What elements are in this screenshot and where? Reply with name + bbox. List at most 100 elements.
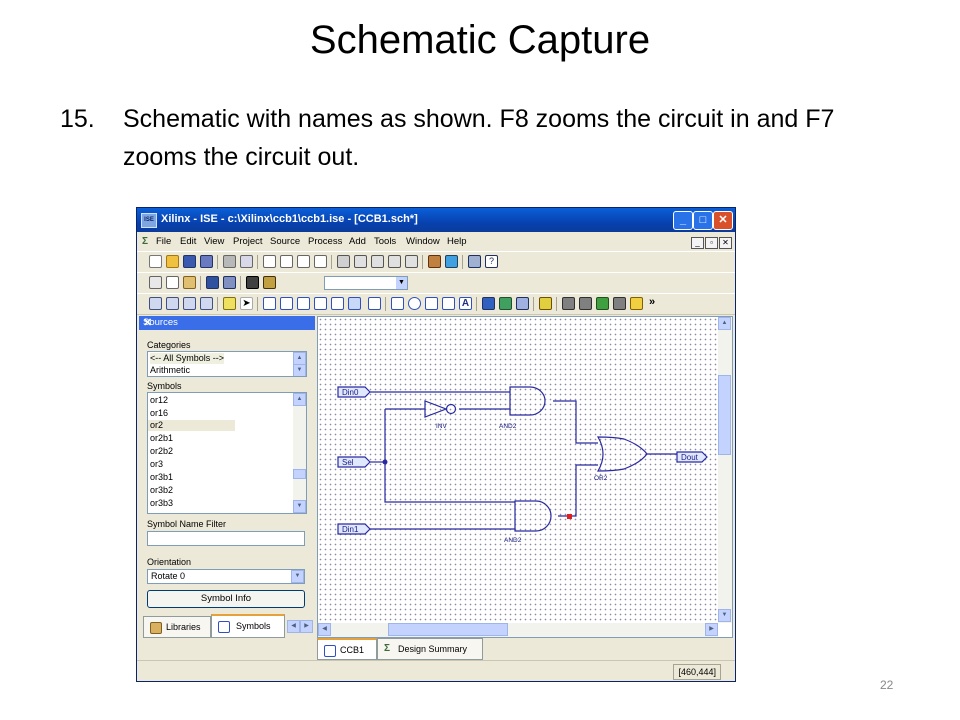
menu-file[interactable]: File: [156, 236, 172, 247]
tab-ccb1[interactable]: CCB1: [317, 638, 377, 660]
close-button[interactable]: ✕: [713, 211, 733, 230]
menu-view[interactable]: View: [204, 236, 225, 247]
add-instance-icon[interactable]: [368, 297, 381, 310]
help-pointer-icon[interactable]: ?: [485, 255, 498, 268]
select-arrow-icon[interactable]: ➤: [240, 297, 253, 310]
save-icon[interactable]: [183, 255, 196, 268]
schematic-canvas[interactable]: Din0 Sel Din1 Dout INV AND2 AND2 OR2: [318, 317, 718, 623]
symbols-scrollbar[interactable]: ▲ ▼: [293, 393, 306, 513]
hierarchy-pop-icon[interactable]: [405, 255, 418, 268]
inv-bubble[interactable]: [445, 403, 457, 415]
tab-scroll-left-icon[interactable]: ◀: [287, 620, 300, 633]
tab-symbols[interactable]: Symbols: [211, 614, 285, 638]
menu-process[interactable]: Process: [308, 236, 343, 247]
chevron-down-icon[interactable]: ▼: [291, 570, 304, 583]
save-all-icon[interactable]: [200, 255, 213, 268]
close-panel-icon[interactable]: ✕: [143, 317, 153, 329]
tab-libraries[interactable]: Libraries: [143, 616, 211, 638]
list-item[interactable]: or3: [150, 459, 164, 469]
menu-window[interactable]: Window: [406, 236, 440, 247]
find-in-files-icon[interactable]: [263, 276, 276, 289]
cascade-icon[interactable]: [149, 297, 162, 310]
wrench-icon[interactable]: [468, 255, 481, 268]
add-net-name-icon[interactable]: [280, 297, 293, 310]
push-hierarchy-icon[interactable]: [562, 297, 575, 310]
check-schematic-icon[interactable]: [539, 297, 552, 310]
paste-icon[interactable]: [183, 276, 196, 289]
redo-icon[interactable]: [223, 276, 236, 289]
title-bar[interactable]: ISE Xilinx - ISE - c:\Xilinx\ccb1\ccb1.i…: [137, 208, 735, 232]
maximize-button[interactable]: □: [693, 211, 713, 230]
hierarchy-down-icon[interactable]: [371, 255, 384, 268]
edit-source-icon[interactable]: [280, 255, 293, 268]
find-binoculars-icon[interactable]: [246, 276, 259, 289]
menu-project[interactable]: Project: [233, 236, 263, 247]
menu-edit[interactable]: Edit: [180, 236, 197, 247]
tab-scroll-right-icon[interactable]: ▶: [300, 620, 313, 633]
list-item[interactable]: or2b2: [150, 446, 174, 456]
list-item[interactable]: or3b1: [150, 472, 174, 482]
add-bus-tap-icon[interactable]: [314, 297, 327, 310]
pin-highlight[interactable]: [567, 514, 572, 519]
add-wire-icon[interactable]: [263, 297, 276, 310]
add-line-icon[interactable]: [425, 297, 438, 310]
and-gate-top[interactable]: [509, 386, 546, 416]
scroll-down-icon[interactable]: ▼: [293, 364, 306, 376]
tab-design-summary[interactable]: Σ Design Summary: [377, 638, 483, 660]
pencil-icon[interactable]: [630, 297, 643, 310]
scroll-up-icon[interactable]: ▲: [293, 393, 306, 406]
menu-source[interactable]: Source: [270, 236, 301, 247]
overflow-chevron-icon[interactable]: »: [649, 296, 656, 308]
mdi-minimize-icon[interactable]: _: [691, 237, 704, 249]
menu-help[interactable]: Help: [447, 236, 467, 247]
symbol-info-button[interactable]: Symbol Info: [147, 590, 305, 608]
scroll-right-icon[interactable]: ▶: [705, 623, 718, 636]
scroll-thumb[interactable]: [388, 623, 508, 636]
symbol-filter-input[interactable]: [147, 531, 305, 546]
schematic-drawing[interactable]: Din0 Sel Din1 Dout INV AND2 AND2 OR2: [318, 317, 718, 623]
list-item[interactable]: or3b3: [150, 498, 174, 508]
tile-vertical-icon[interactable]: [183, 297, 196, 310]
list-item-selected[interactable]: or2: [148, 420, 235, 431]
rename-bus-icon[interactable]: [297, 297, 310, 310]
list-item[interactable]: or16: [150, 408, 169, 418]
undo-icon[interactable]: [206, 276, 219, 289]
open-folder-icon[interactable]: [166, 255, 179, 268]
properties-icon[interactable]: [263, 255, 276, 268]
port-sel-marker[interactable]: [337, 456, 371, 468]
wire-and-top-out[interactable]: [553, 400, 598, 444]
refresh-icon[interactable]: [499, 297, 512, 310]
simulate-icon[interactable]: [596, 297, 609, 310]
window-list-icon[interactable]: [200, 297, 213, 310]
and-gate-bottom[interactable]: [514, 500, 552, 532]
print-preview-icon[interactable]: [240, 255, 253, 268]
minimize-button[interactable]: _: [673, 211, 693, 230]
list-item[interactable]: <-- All Symbols -->: [150, 353, 225, 364]
menu-add[interactable]: Add: [349, 236, 366, 247]
search-combo[interactable]: ▼: [324, 276, 408, 290]
scroll-down-icon[interactable]: ▼: [293, 500, 306, 513]
new-file-icon[interactable]: [149, 255, 162, 268]
edit-sheet-icon[interactable]: [297, 255, 310, 268]
lightbulb-icon[interactable]: [223, 297, 236, 310]
port-din1-marker[interactable]: [337, 523, 371, 535]
scroll-up-icon[interactable]: ▲: [718, 317, 731, 330]
list-item[interactable]: or2b1: [150, 433, 174, 443]
add-symbol-icon[interactable]: [348, 297, 361, 310]
canvas-vscrollbar[interactable]: ▲ ▼: [718, 317, 732, 623]
categories-list[interactable]: <-- All Symbols --> Arithmetic ▲ ▼: [147, 351, 307, 377]
scroll-down-icon[interactable]: ▼: [718, 609, 731, 622]
add-arc-icon[interactable]: [391, 297, 404, 310]
hierarchy-up-icon[interactable]: [388, 255, 401, 268]
tools-icon[interactable]: [445, 255, 458, 268]
mdi-restore-icon[interactable]: ▫: [705, 237, 718, 249]
check-icon[interactable]: [314, 255, 327, 268]
symbols-list[interactable]: or12 or16 or2 or2b1 or2b2 or3 or3b1 or3b…: [147, 392, 307, 514]
mirror-icon[interactable]: [516, 297, 529, 310]
scroll-thumb[interactable]: [293, 469, 306, 479]
port-din0-marker[interactable]: [337, 386, 371, 398]
canvas-hscrollbar[interactable]: ◀ ▶: [318, 623, 718, 637]
chevron-down-icon[interactable]: ▼: [396, 277, 407, 289]
hierarchy-icon[interactable]: [354, 255, 367, 268]
settings-gear-icon[interactable]: [337, 255, 350, 268]
